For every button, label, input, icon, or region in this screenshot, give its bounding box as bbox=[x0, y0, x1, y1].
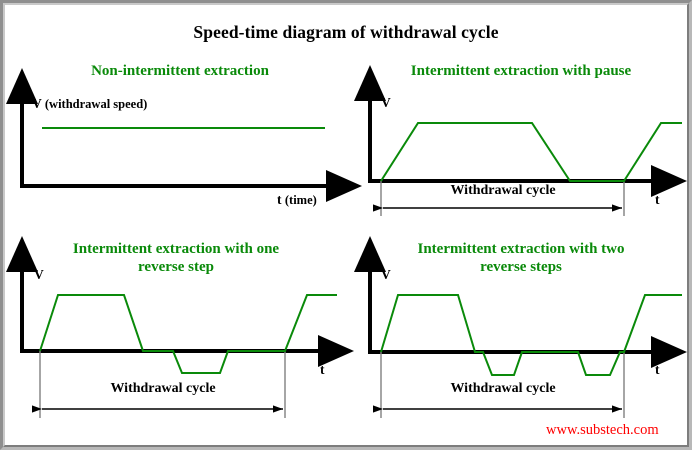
subtitle-line-2: reverse steps bbox=[480, 259, 562, 275]
panel-subtitle-intermittent-pause: Intermittent extraction with pause bbox=[410, 63, 632, 79]
panel1-y-axis-label: V (withdrawal speed) bbox=[32, 96, 147, 112]
subtitle-line-1: Intermittent extraction with one bbox=[72, 241, 280, 257]
panel2-cycle-label: Withdrawal cycle bbox=[450, 183, 556, 198]
panel2-speed-curve bbox=[380, 122, 682, 182]
panel4-cycle-label: Withdrawal cycle bbox=[450, 381, 556, 396]
subtitle-line-1: Intermittent extraction with two bbox=[417, 241, 625, 257]
panel1-x-axis-note: (time) bbox=[284, 193, 317, 207]
panel4-x-axis-label: t bbox=[655, 362, 660, 377]
panel2-x-axis-label: t bbox=[655, 192, 660, 207]
panel2-y-axis-label: V bbox=[381, 95, 391, 110]
panel3-cycle-label: Withdrawal cycle bbox=[110, 381, 216, 396]
panel1-x-axis-symbol: t bbox=[277, 192, 282, 207]
panel-subtitle-non-intermittent: Non-intermittent extraction bbox=[91, 63, 269, 79]
watermark-url: www.substech.com bbox=[546, 422, 659, 438]
panel-subtitle-two-reverse-steps: Intermittent extraction with two reverse… bbox=[356, 240, 686, 276]
panel3-y-axis-label: V bbox=[34, 267, 44, 282]
panel-non-intermittent bbox=[6, 68, 362, 202]
panel4-speed-curve bbox=[380, 294, 682, 376]
panel-subtitle-one-reverse-step: Intermittent extraction with one reverse… bbox=[16, 240, 336, 276]
panel1-y-axis-symbol: V bbox=[32, 96, 42, 111]
panel3-x-axis-label: t bbox=[320, 362, 325, 377]
panel4-y-axis-label: V bbox=[381, 267, 391, 282]
panel1-x-axis-label: t (time) bbox=[277, 192, 317, 208]
page-title: Speed-time diagram of withdrawal cycle bbox=[193, 22, 499, 42]
panel1-y-axis-note: (withdrawal speed) bbox=[44, 97, 148, 111]
panel3-speed-curve bbox=[39, 294, 337, 374]
subtitle-line-2: reverse step bbox=[138, 259, 214, 275]
